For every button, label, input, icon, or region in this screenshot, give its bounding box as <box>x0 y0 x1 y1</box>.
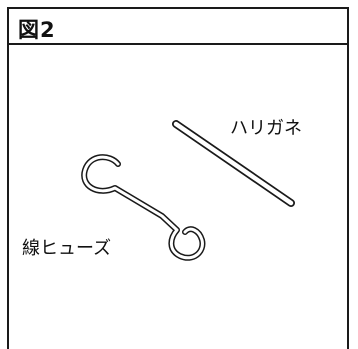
figure-title: 図2 <box>18 18 56 42</box>
wire-label: ハリガネ <box>230 118 302 139</box>
figure-header: 図2 <box>7 7 349 45</box>
wire-rod <box>172 120 295 207</box>
figure-frame <box>7 7 349 349</box>
fuse-label: 線ヒューズ <box>22 238 112 259</box>
line-fuse <box>81 154 206 261</box>
